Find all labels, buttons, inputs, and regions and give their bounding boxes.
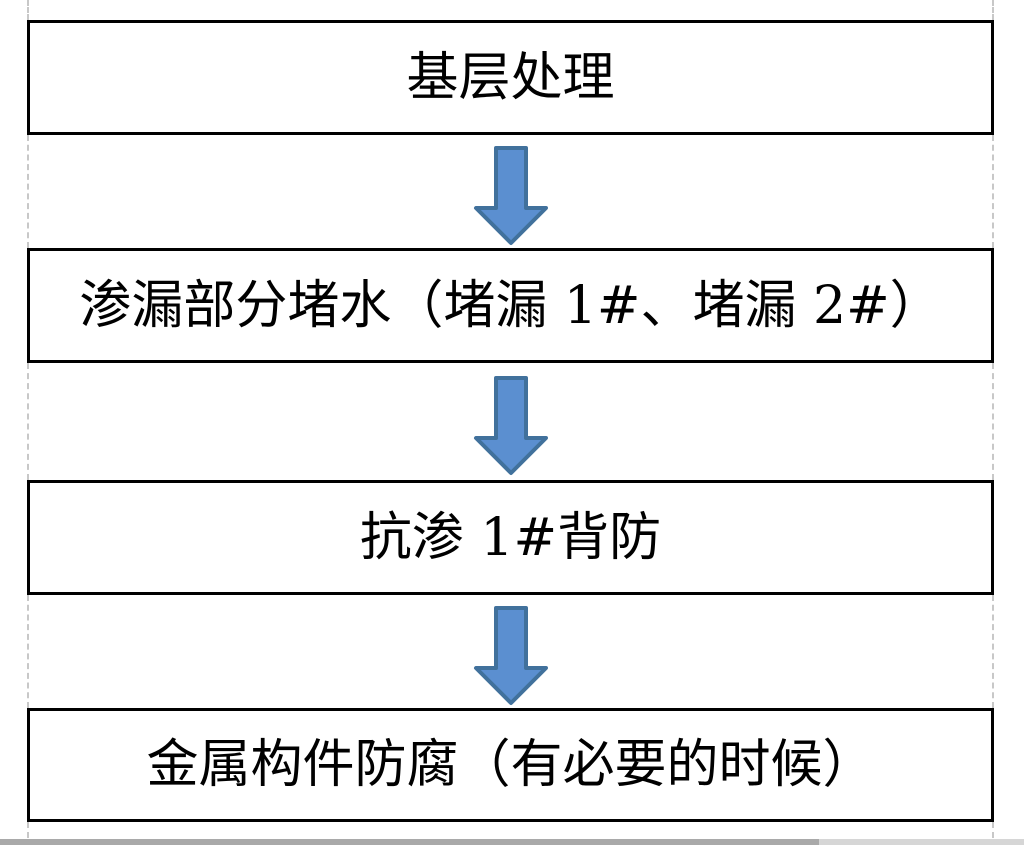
flow-step-box-2: 渗漏部分堵水（堵漏 1#、堵漏 2#） — [27, 248, 994, 363]
flow-step-box-1: 基层处理 — [27, 20, 994, 135]
flow-step-box-4: 金属构件防腐（有必要的时候） — [27, 708, 994, 822]
flow-connector-1 — [27, 135, 994, 248]
down-arrow-icon — [473, 145, 548, 245]
flow-step-label-2: 渗漏部分堵水（堵漏 1#、堵漏 2#） — [79, 275, 942, 336]
gridline-stub-bottom — [27, 822, 994, 838]
horizontal-scrollbar[interactable] — [0, 839, 1024, 845]
flow-connector-2 — [27, 363, 994, 480]
down-arrow-icon — [473, 375, 548, 475]
flowchart-column: 基层处理 渗漏部分堵水（堵漏 1#、堵漏 2#） 抗渗 1#背防 金属构件防腐（… — [27, 0, 994, 838]
scrollbar-thumb[interactable] — [0, 839, 819, 845]
flow-connector-3 — [27, 595, 994, 708]
down-arrow-icon — [473, 605, 548, 705]
flow-step-label-4: 金属构件防腐（有必要的时候） — [146, 735, 875, 795]
flow-step-label-3: 抗渗 1#背防 — [359, 507, 662, 568]
flow-step-box-3: 抗渗 1#背防 — [27, 480, 994, 595]
flow-step-label-1: 基层处理 — [406, 47, 615, 108]
gridline-stub-top — [27, 0, 994, 20]
